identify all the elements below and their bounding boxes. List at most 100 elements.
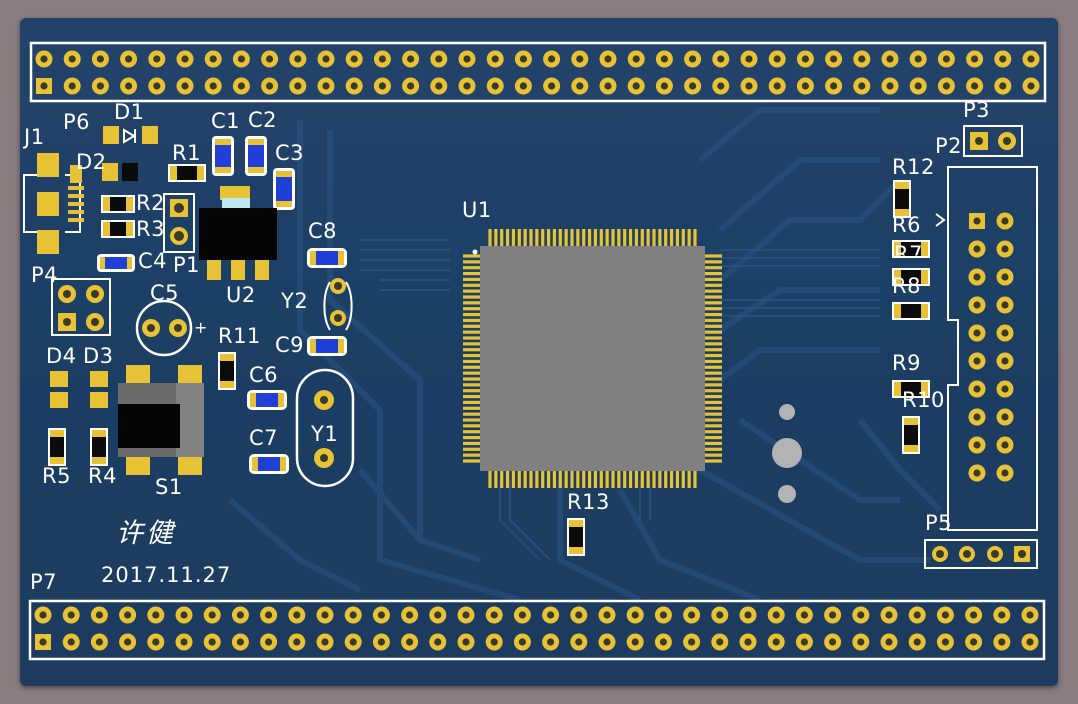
- pin-hole: [942, 82, 951, 90]
- pin-hole: [886, 82, 894, 90]
- resistor-r5: [48, 428, 66, 466]
- resistor-r8: [892, 302, 930, 320]
- qfp-lead-bottom: [669, 470, 674, 488]
- pin-hole: [350, 55, 358, 63]
- pin-hole: [1001, 357, 1009, 365]
- pin-hole: [659, 611, 668, 619]
- qfp-lead-bottom: [605, 470, 609, 488]
- capacitor-c6: [247, 390, 287, 410]
- pin-hole: [1026, 611, 1034, 619]
- qfp-lead-left: [463, 377, 481, 381]
- pin-hole: [744, 611, 752, 619]
- pin-hole: [462, 638, 470, 646]
- qfp-lead-right: [704, 271, 722, 276]
- pin-hole: [547, 638, 555, 646]
- resistor-r12: [893, 180, 911, 218]
- pin-hole: [1001, 441, 1009, 449]
- pin-hole: [973, 357, 981, 365]
- qfp-lead-left: [463, 318, 481, 323]
- qfp-lead-right: [704, 412, 722, 416]
- pin-hole: [660, 55, 669, 63]
- pin-hole: [941, 611, 950, 619]
- qfp-lead-bottom: [500, 470, 504, 488]
- qfp-lead-right: [704, 441, 722, 446]
- pin-hole: [1001, 217, 1009, 225]
- qfp-lead-left: [463, 271, 481, 276]
- qfp-lead-left: [463, 400, 481, 405]
- pin-hole: [377, 611, 385, 619]
- silk-y2: Y2: [281, 289, 309, 313]
- pin-hole: [970, 638, 978, 646]
- mounting-holes: [772, 404, 802, 503]
- qfp-lead-bottom: [494, 470, 498, 488]
- pin-hole: [67, 611, 75, 619]
- capacitor-c2: [245, 136, 267, 176]
- pin-hole: [773, 82, 781, 90]
- pin-hole: [857, 611, 865, 619]
- pin-hole: [519, 55, 528, 63]
- pin-hole: [377, 638, 385, 646]
- pin-hole: [1001, 273, 1009, 281]
- qfp-lead-top: [605, 229, 609, 247]
- qfp-lead-left: [463, 441, 481, 446]
- silk-c6: C6: [249, 363, 279, 387]
- capacitor-c5: +: [135, 299, 207, 357]
- qfp-lead-bottom: [488, 470, 492, 488]
- resistor-r1: [168, 164, 206, 182]
- pin-hole: [180, 611, 188, 619]
- pin-hole: [688, 611, 696, 619]
- qfp-lead-top: [546, 229, 551, 247]
- pin-hole: [265, 611, 273, 619]
- qfp-lead-right: [704, 266, 722, 270]
- pin-hole: [236, 638, 244, 646]
- pin-hole: [1001, 301, 1009, 309]
- silk-d2: D2: [76, 150, 107, 174]
- pin-hole: [406, 611, 414, 619]
- pin-hole: [152, 638, 160, 646]
- diode-d1: [103, 126, 158, 144]
- silk-y1: Y1: [311, 422, 339, 446]
- header-p4: [51, 278, 111, 336]
- qfp-lead-top: [570, 229, 574, 247]
- qfp-lead-top: [587, 229, 592, 247]
- qfp-lead-bottom: [623, 470, 627, 488]
- silk-r11: R11: [218, 324, 261, 348]
- pin-hole: [463, 82, 471, 90]
- pin-hole: [434, 611, 442, 619]
- pin-hole: [518, 638, 527, 646]
- pin-hole: [208, 611, 216, 619]
- qfp-lead-right: [704, 418, 722, 422]
- pin-hole: [973, 385, 981, 393]
- silk-r2: R2: [136, 191, 165, 215]
- silk-r3: R3: [136, 217, 165, 241]
- resistor-r13: [567, 518, 585, 556]
- silk-r4: R4: [88, 464, 117, 488]
- qfp-lead-bottom: [646, 470, 650, 488]
- qfp-lead-left: [463, 312, 481, 317]
- pin-hole: [378, 55, 386, 63]
- silk-u2: U2: [226, 283, 256, 307]
- pin-hole: [575, 638, 583, 646]
- pin-hole: [152, 611, 160, 619]
- qfp-lead-left: [463, 348, 481, 352]
- qfp-lead-top: [646, 229, 650, 247]
- qfp-lead-left: [463, 447, 481, 451]
- pin-hole: [407, 82, 415, 90]
- silk-p4: P4: [31, 263, 59, 287]
- pin-hole: [266, 55, 274, 63]
- silk-r12: R12: [892, 155, 935, 179]
- resistor-r10: [902, 416, 920, 454]
- qfp-lead-top: [675, 229, 680, 247]
- qfp-lead-left: [463, 389, 481, 393]
- header-p2: [935, 166, 1038, 531]
- header-bottom-pins: [34, 606, 1039, 651]
- pin-hole: [40, 55, 48, 63]
- pin-hole: [490, 638, 498, 646]
- pin-hole: [124, 611, 132, 619]
- pin-hole: [717, 55, 725, 63]
- qfp-lead-top: [535, 229, 539, 247]
- qfp-lead-right: [704, 260, 722, 264]
- pin-hole: [1001, 413, 1009, 421]
- qfp-lead-top: [552, 229, 557, 247]
